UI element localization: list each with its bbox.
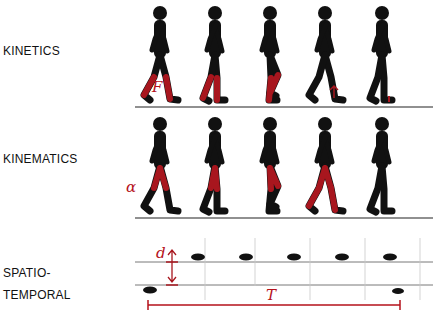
row-title: KINETICS [3, 44, 60, 58]
kinematics-figures [144, 117, 392, 212]
row-title: SPATIO- TEMPORAL [3, 262, 75, 306]
footprint-track [135, 238, 433, 310]
ground-line [135, 106, 433, 107]
kinetics-figures [144, 6, 392, 102]
distance-symbol: d [156, 244, 166, 262]
force-symbol: F [152, 78, 162, 96]
time-symbol: T [266, 286, 276, 304]
row-title: KINEMATICS [3, 152, 77, 166]
angle-symbol: α [126, 178, 136, 196]
ground-line [135, 217, 433, 218]
